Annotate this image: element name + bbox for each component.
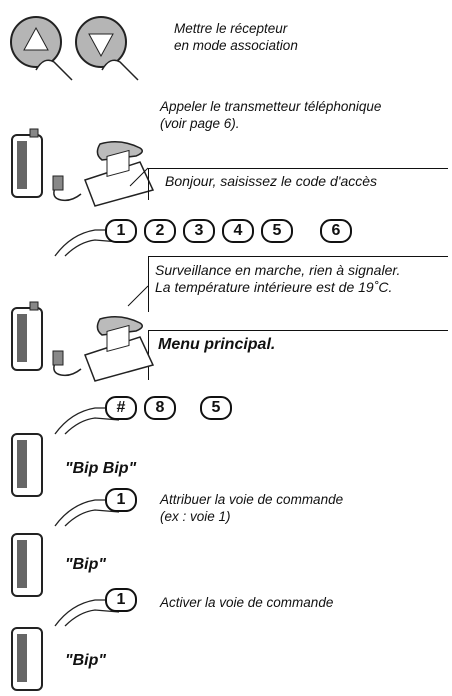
receiver-icon bbox=[11, 433, 43, 497]
beep3-text: "Bip" bbox=[65, 652, 106, 669]
beep1-text: "Bip Bip" bbox=[65, 460, 137, 477]
receiver-icon bbox=[11, 627, 43, 691]
activate-text: Activer la voie de commande bbox=[160, 595, 334, 610]
code-key-1: 1 bbox=[105, 219, 137, 243]
bubble3-top bbox=[148, 330, 448, 331]
bubble2-text: Surveillance en marche, rien à signaler.… bbox=[155, 262, 401, 295]
finger-icon bbox=[54, 407, 120, 435]
telephone-icon bbox=[52, 141, 155, 207]
beep2-text: "Bip" bbox=[65, 556, 106, 573]
code-key-3: 3 bbox=[183, 219, 215, 243]
activate-key-1: 1 bbox=[105, 588, 137, 612]
transmitter-icon bbox=[11, 128, 43, 198]
bubble1-top bbox=[148, 168, 448, 169]
finger-icon bbox=[54, 229, 120, 257]
code-key-2: 2 bbox=[144, 219, 176, 243]
step1-text: Mettre le récepteur en mode association bbox=[174, 21, 298, 53]
assign-key-1: 1 bbox=[105, 488, 137, 512]
menu-key-5: 5 bbox=[200, 396, 232, 420]
code-key-4: 4 bbox=[222, 219, 254, 243]
bubble1-left bbox=[148, 168, 149, 200]
bubble2-pointer bbox=[127, 285, 149, 307]
telephone-icon bbox=[52, 316, 155, 382]
assign-text: Attribuer la voie de commande (ex : voie… bbox=[160, 492, 344, 524]
step2-text: Appeler le transmetteur téléphonique (vo… bbox=[160, 99, 382, 131]
finger-icon bbox=[54, 499, 120, 527]
bubble2-top bbox=[148, 256, 448, 257]
bubble2-left bbox=[148, 256, 149, 312]
transmitter-icon bbox=[11, 301, 43, 371]
up-arrow-button-icon bbox=[10, 16, 73, 81]
code-key-5: 5 bbox=[261, 219, 293, 243]
receiver-icon bbox=[11, 533, 43, 597]
down-arrow-button-icon bbox=[75, 16, 139, 81]
menu-text: Menu principal. bbox=[158, 336, 276, 353]
code-key-6: 6 bbox=[320, 219, 352, 243]
menu-key-8: 8 bbox=[144, 396, 176, 420]
bubble1-pointer bbox=[129, 167, 149, 187]
finger-icon bbox=[54, 599, 120, 627]
menu-key-hash: # bbox=[105, 396, 137, 420]
bubble1-text: Bonjour, saisissez le code d'accès bbox=[165, 173, 378, 189]
